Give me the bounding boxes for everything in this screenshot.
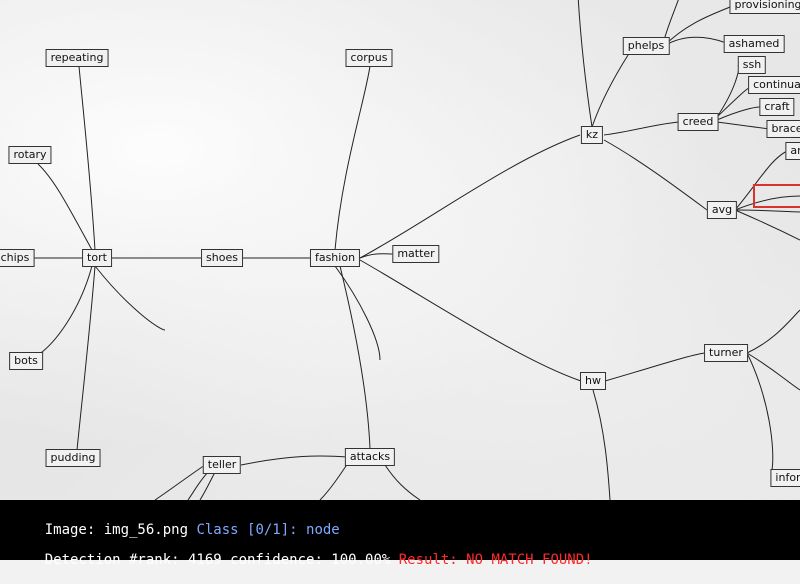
node-turner[interactable]: turner: [704, 344, 748, 362]
edge-13: [334, 265, 381, 361]
selection-box: [753, 184, 800, 208]
edge-6: [76, 265, 96, 451]
edge-10: [339, 265, 371, 450]
node-ar[interactable]: ar: [785, 142, 800, 160]
edge-15: [591, 51, 631, 128]
node-pudding[interactable]: pudding: [45, 449, 101, 467]
node-ssh[interactable]: ssh: [737, 56, 767, 74]
node-phelps[interactable]: phelps: [622, 37, 670, 55]
node-teller[interactable]: teller: [202, 456, 242, 474]
status-result-text: Result: NO MATCH FOUND!: [398, 552, 593, 568]
node-bots[interactable]: bots: [9, 352, 43, 370]
node-hw[interactable]: hw: [580, 372, 606, 390]
node-avg[interactable]: avg: [706, 201, 738, 219]
edge-22: [663, 0, 679, 41]
node-brace[interactable]: brace: [766, 120, 800, 138]
edge-37: [199, 471, 216, 500]
edge-11: [359, 134, 581, 259]
status-detection-text: Detection #rank: 4169 confidence: 100.00…: [44, 552, 399, 568]
edge-39: [384, 464, 421, 500]
edge-23: [716, 64, 739, 118]
node-attacks[interactable]: attacks: [344, 448, 396, 466]
node-corpus[interactable]: corpus: [345, 49, 393, 67]
node-tort[interactable]: tort: [82, 249, 112, 267]
status-line-image: Image: img_56.png Class [0/1]: node: [11, 506, 340, 554]
edge-12: [359, 259, 582, 382]
node-ashamed[interactable]: ashamed: [723, 35, 785, 53]
edge-16: [603, 121, 680, 136]
edge-20: [663, 5, 733, 47]
node-infor[interactable]: infor: [770, 469, 800, 487]
status-line-detection: Detection #rank: 4169 confidence: 100.00…: [11, 536, 593, 584]
edge-18: [604, 352, 706, 382]
node-matter[interactable]: matter: [392, 245, 440, 263]
edge-3: [78, 65, 96, 251]
edge-35: [154, 464, 206, 500]
node-provisioning[interactable]: provisioning: [729, 0, 800, 14]
node-chips[interactable]: chips: [0, 249, 35, 267]
node-fashion[interactable]: fashion: [309, 249, 361, 267]
edge-32: [746, 352, 800, 391]
diagram-canvas: repeating rotary chips tort shoes fashio…: [0, 0, 800, 500]
edge-21: [663, 36, 729, 47]
node-craft[interactable]: craft: [759, 98, 795, 116]
edge-26: [716, 121, 772, 130]
node-rotary[interactable]: rotary: [8, 146, 52, 164]
edge-31: [746, 309, 800, 354]
edge-29: [734, 209, 800, 213]
edge-19: [592, 389, 611, 500]
edge-33: [746, 352, 774, 471]
detection-status-bar: Image: img_56.png Class [0/1]: node Dete…: [0, 500, 800, 568]
node-continua[interactable]: continua: [748, 76, 800, 94]
edge-25: [716, 106, 761, 121]
edge-30: [734, 209, 800, 241]
status-image-text: Image: img_56.png: [44, 522, 197, 538]
node-creed[interactable]: creed: [677, 113, 719, 131]
edge-27: [734, 150, 788, 211]
edge-4: [37, 163, 93, 251]
edge-14: [577, 0, 593, 128]
edge-34: [240, 455, 349, 466]
edge-5: [34, 265, 93, 358]
edge-38: [319, 459, 351, 500]
edge-17: [603, 139, 708, 211]
edge-28: [734, 195, 800, 211]
status-class-text: Class [0/1]: node: [196, 522, 340, 538]
node-kz[interactable]: kz: [580, 126, 604, 144]
edge-7: [94, 265, 166, 331]
node-repeating[interactable]: repeating: [45, 49, 109, 67]
node-shoes[interactable]: shoes: [201, 249, 243, 267]
edge-8: [334, 65, 371, 251]
edge-9: [359, 253, 395, 259]
